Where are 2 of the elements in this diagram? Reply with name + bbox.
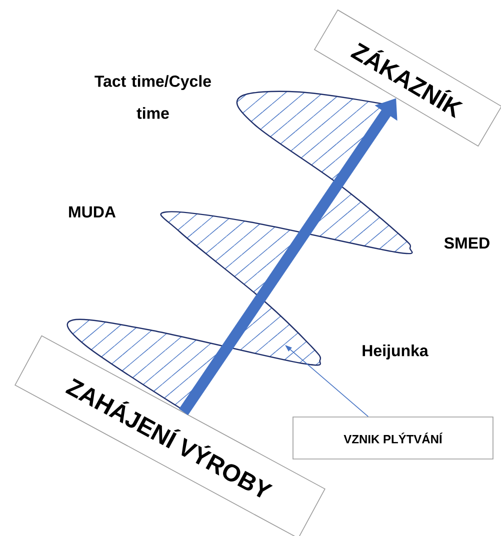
annotation-label: SMED [444,237,490,249]
callout-box: VZNIK PLÝTVÁNÍ [292,416,494,460]
